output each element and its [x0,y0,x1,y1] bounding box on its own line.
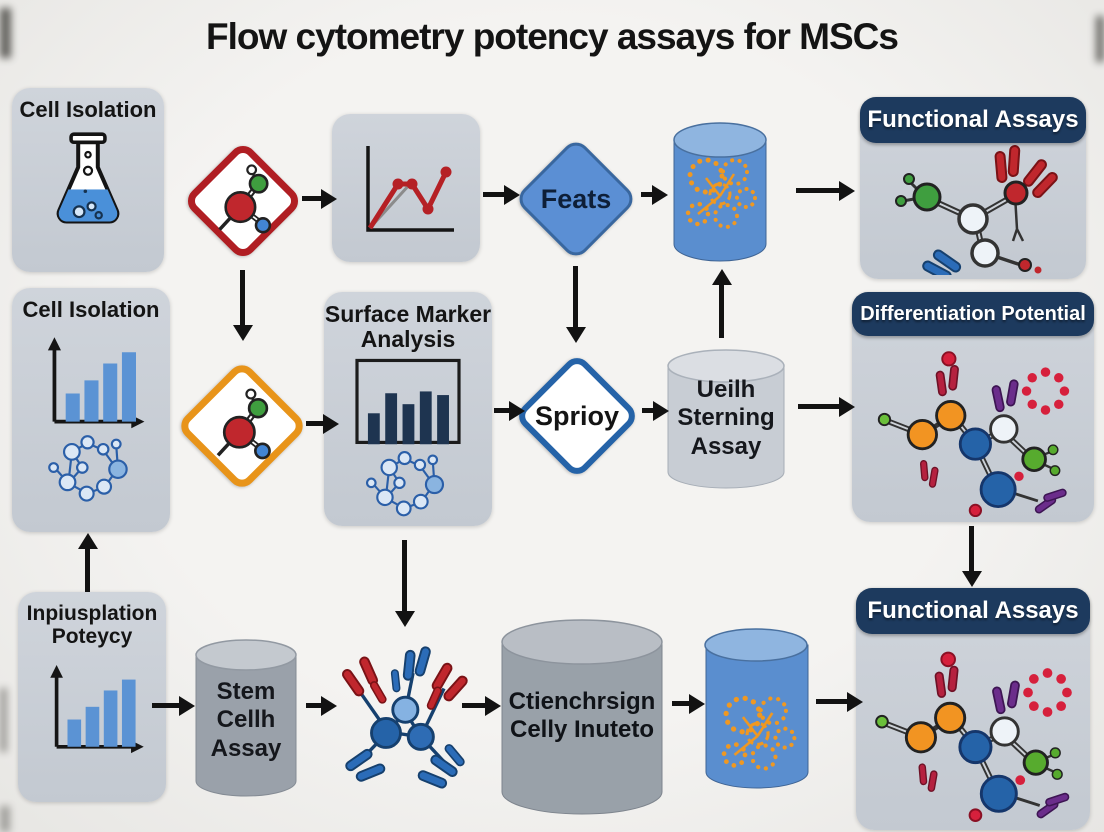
arrow-cylinder-to-functional [796,188,840,193]
node-surface-marker-analysis: Surface Marker Analysis [324,292,492,526]
node-functional-assays-top: Functional Assays [860,97,1086,279]
node-label: Ueilh Sterning Assay [677,376,775,460]
diagram-title: Flow cytometry potency assays for MSCs [206,16,899,57]
arrow-surface-down [402,540,407,612]
molecule-icon [216,388,271,460]
node-cell-isolation-flask: Cell Isolation [12,88,164,272]
antibody-molecule-icon [874,651,1072,823]
node-label: Stem Cellh Assay [210,678,282,762]
node-header: Differentiation Potential [852,292,1094,336]
artifact-smudge [0,8,11,58]
node-label: Sprioy [534,400,620,431]
arrow-sterning-to-differentiation [798,404,840,409]
arrow-chamber-to-cylinder [672,701,690,706]
antibody-molecule-icon [895,145,1060,275]
node-chamber-cylinder: Ctienchrsign Celly Inuteto [496,616,668,820]
artifact-smudge [0,806,10,832]
node-blue-cylinder-top [668,116,772,268]
bar-chart-icon [47,337,145,429]
node-label: Feats [540,183,612,214]
arrow-reddiamond-down [240,270,245,326]
arrow-stem-to-antibody [306,703,322,708]
node-label: Surface Marker Analysis [324,301,492,353]
node-potency-box: Inpiusplation Poteycy [18,592,166,802]
arrow-feats-to-cylinder [641,192,653,197]
molecule-ring-icon [48,435,128,502]
node-cell-isolation-chart: Cell Isolation [12,288,170,532]
node-orange-diamond [175,359,309,493]
node-red-diamond [182,140,304,262]
molecule-ring-icon [365,451,445,517]
node-stem-cell-cylinder: Stem Cellh Assay [190,636,302,802]
node-differentiation-potential: Differentiation Potential [852,292,1094,522]
orange-network-icon [673,122,767,262]
arrow-differentiation-down [969,526,974,572]
antibody-cluster-icon [340,645,470,790]
artifact-smudge [0,688,7,752]
arrow-cylinder-to-functional-bottom [816,699,848,704]
node-sterning-cylinder: Ueilh Sterning Assay [662,346,790,492]
node-header: Functional Assays [856,588,1090,634]
arrow-orangediamond-to-surface [306,421,324,426]
arrow-surface-to-sprioy [494,408,510,413]
arrow-sterning-up [719,284,724,338]
molecule-icon [218,164,272,234]
node-line-chart [332,114,480,262]
node-sprioy-diamond: Sprioy [513,352,641,480]
cylinder-shape [667,349,785,489]
arrow-potency-up [85,548,90,594]
flask-icon [56,132,120,224]
line-chart-icon [366,146,454,232]
node-feats-diamond: Feats [513,136,639,262]
cylinder-shape [195,639,297,797]
framed-bar-chart-icon [355,358,461,444]
node-header: Functional Assays [860,97,1086,143]
node-functional-assays-bottom: Functional Assays [856,588,1090,830]
node-label: Inpiusplation Poteycy [26,602,158,649]
arrow-antibody-to-chamber [462,703,486,708]
node-label: Cell Isolation [22,297,160,322]
node-label: Ctienchrsign Celly Inuteto [508,688,656,744]
node-blue-cylinder-bottom [700,624,812,804]
arrow-potency-to-stem [152,703,180,708]
arrow-sprioy-to-sterning [642,408,654,413]
artifact-smudge [1096,16,1104,62]
bar-chart-icon [50,665,144,754]
cylinder-shape [501,619,663,815]
arrow-reddiamond-to-chart [302,196,322,201]
antibody-molecule-icon [877,351,1069,518]
arrow-feats-down [573,266,578,328]
node-label: Cell Isolation [19,97,157,122]
arrow-chart-to-feats [483,192,505,197]
orange-network-icon [704,628,809,789]
